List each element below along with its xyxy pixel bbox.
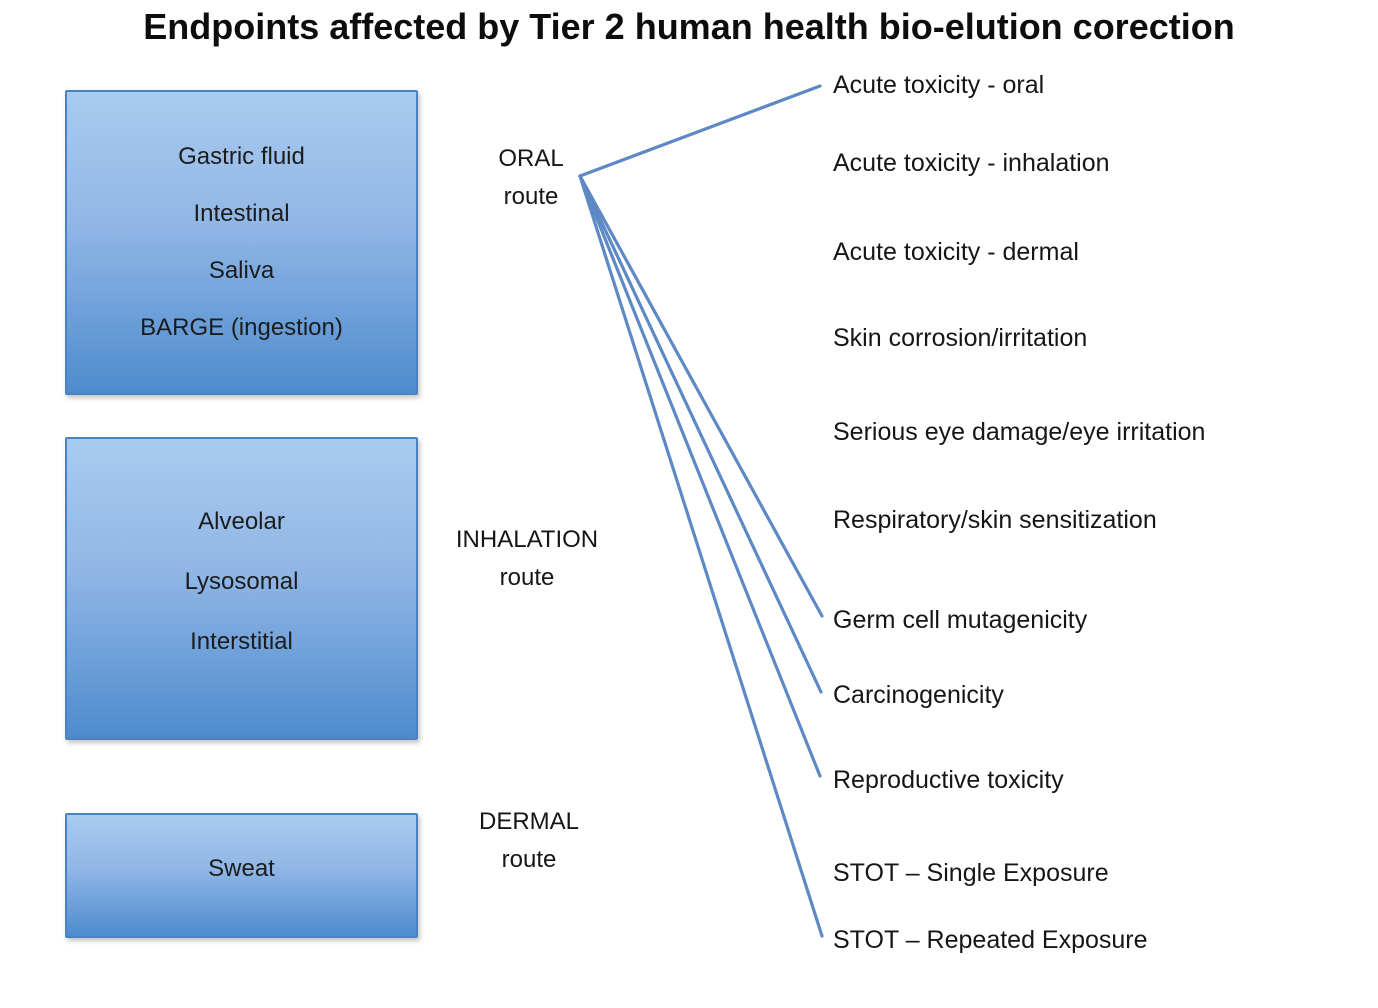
- fluid-box-oral: Gastric fluid Intestinal Saliva BARGE (i…: [65, 90, 418, 395]
- connector-oral-to-reproductive-toxicity: [578, 174, 822, 778]
- route-label-oral: ORAL route: [441, 140, 621, 216]
- diagram-title: Endpoints affected by Tier 2 human healt…: [143, 6, 1235, 47]
- fluid-box-inhalation: Alveolar Lysosomal Interstitial: [65, 437, 418, 740]
- endpoint-stot-repeated-exposure: STOT – Repeated Exposure: [833, 926, 1148, 954]
- fluid-item-interstitial: Interstitial: [190, 627, 293, 655]
- route-oral-name: ORAL: [498, 145, 564, 172]
- route-inhalation-name: INHALATION: [455, 526, 599, 553]
- endpoint-acute-toxicity-dermal: Acute toxicity - dermal: [833, 238, 1079, 266]
- endpoint-carcinogenicity: Carcinogenicity: [833, 681, 1004, 709]
- route-dermal-name: DERMAL: [478, 808, 580, 835]
- endpoint-acute-toxicity-inhalation: Acute toxicity - inhalation: [833, 149, 1110, 177]
- endpoint-acute-toxicity-oral: Acute toxicity - oral: [833, 71, 1045, 99]
- endpoint-stot-single-exposure: STOT – Single Exposure: [833, 859, 1109, 887]
- fluid-item-barge: BARGE (ingestion): [140, 314, 343, 341]
- route-inhalation-word: route: [499, 564, 555, 591]
- connector-oral-to-carcinogenicity: [578, 174, 823, 694]
- fluid-item-lysosomal: Lysosomal: [184, 567, 299, 595]
- endpoint-serious-eye-damage: Serious eye damage/eye irritation: [833, 418, 1206, 446]
- fluid-item-intestinal: Intestinal: [193, 200, 290, 227]
- route-dermal-word: route: [501, 846, 557, 873]
- endpoint-skin-corrosion-irritation: Skin corrosion/irritation: [833, 324, 1088, 352]
- fluid-item-alveolar: Alveolar: [198, 507, 285, 535]
- route-label-inhalation: INHALATION route: [427, 521, 627, 597]
- endpoint-respiratory-skin-sensitization: Respiratory/skin sensitization: [833, 506, 1157, 534]
- route-oral-word: route: [503, 183, 559, 210]
- fluid-item-saliva: Saliva: [208, 257, 275, 284]
- endpoint-reproductive-toxicity: Reproductive toxicity: [833, 766, 1064, 794]
- fluid-item-sweat: Sweat: [208, 854, 275, 882]
- fluid-box-dermal: Sweat: [65, 813, 418, 938]
- endpoint-germ-cell-mutagenicity: Germ cell mutagenicity: [833, 606, 1088, 634]
- route-label-dermal: DERMAL route: [439, 803, 619, 879]
- fluid-item-gastric: Gastric fluid: [178, 143, 305, 170]
